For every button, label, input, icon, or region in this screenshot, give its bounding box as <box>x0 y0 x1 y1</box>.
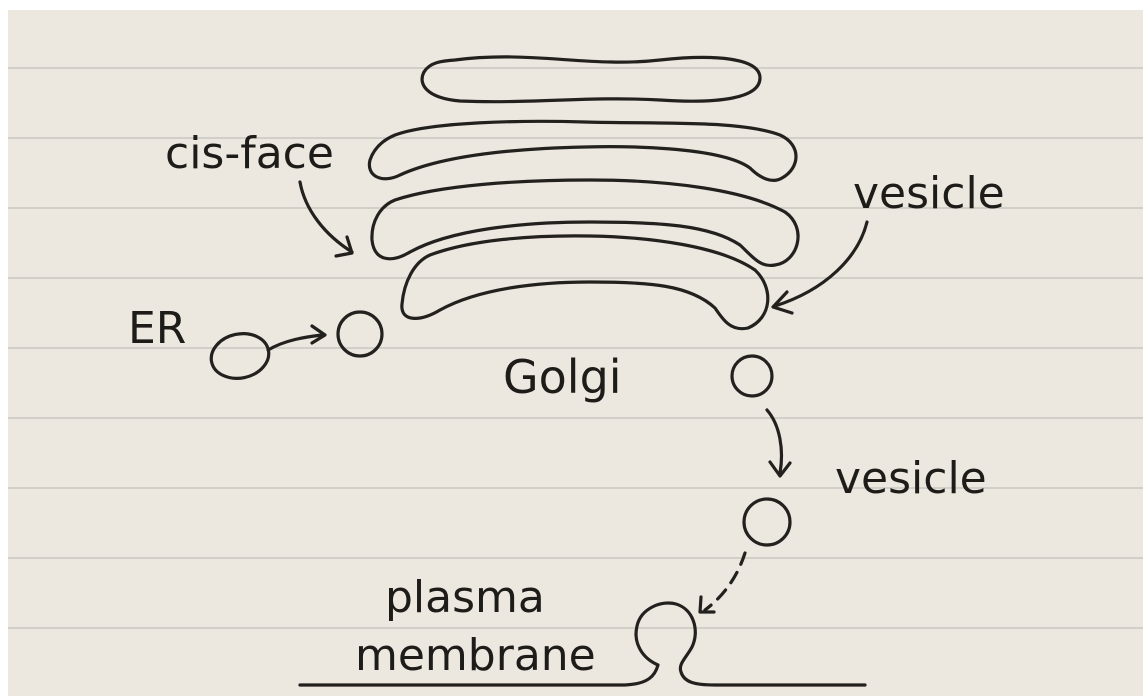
er-label: ER <box>128 303 186 354</box>
plasma-label: plasma <box>385 572 545 623</box>
golgi-label: Golgi <box>503 350 622 404</box>
vesicle-mid-label: vesicle <box>835 453 987 504</box>
membrane-label: membrane <box>355 630 596 681</box>
vesicle-top-label: vesicle <box>853 168 1005 219</box>
cis-face-label: cis-face <box>165 128 334 179</box>
